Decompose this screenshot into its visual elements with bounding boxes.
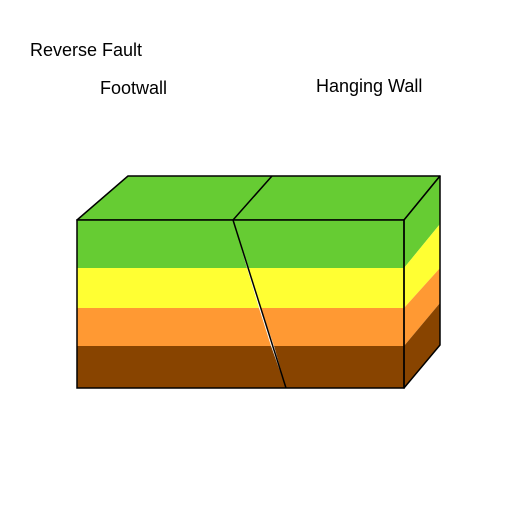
hanging-wall-green-layer <box>233 220 404 268</box>
right-face-brown-layer <box>404 303 440 388</box>
right-face-yellow-layer <box>404 224 440 308</box>
fault-line-top <box>232 175 273 221</box>
footwall-yellow-layer <box>77 268 259 308</box>
hanging-wall-brown-layer <box>274 346 404 388</box>
right-face-orange-layer <box>404 268 440 346</box>
right-face-green-layer <box>404 176 440 268</box>
right-face-outline <box>403 175 441 389</box>
footwall-orange-layer <box>77 308 271 346</box>
hanging-wall-yellow-layer <box>248 268 404 308</box>
hanging-wall-label: Hanging Wall <box>316 76 423 96</box>
diagram-title: Reverse Fault <box>30 40 143 60</box>
fault-line-front <box>232 219 287 389</box>
top-face <box>76 175 441 221</box>
footwall-label: Footwall <box>100 78 168 98</box>
hanging-wall-orange-layer <box>261 308 404 346</box>
footwall-green-layer <box>77 220 247 268</box>
footwall-brown-layer <box>77 346 286 388</box>
